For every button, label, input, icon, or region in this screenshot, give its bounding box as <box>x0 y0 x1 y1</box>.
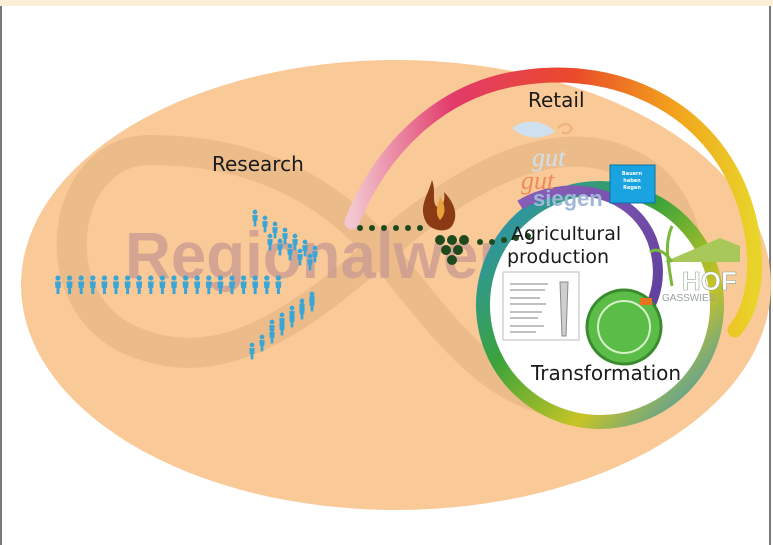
person-icon <box>147 275 154 294</box>
blue-tag-line-1: Bauern <box>622 171 643 177</box>
dotted-connector-right <box>477 233 531 245</box>
hof-logo: HOF <box>682 266 737 296</box>
person-icon <box>309 291 315 309</box>
retail-arc <box>344 67 763 338</box>
swirl-logo-icon <box>557 123 574 135</box>
person-icon <box>217 275 224 294</box>
seal-tag <box>640 298 652 305</box>
top-band <box>0 0 773 6</box>
blue-tag-line-2: haben <box>623 178 641 184</box>
person-icon <box>252 209 258 227</box>
person-icon <box>240 275 247 294</box>
person-icon <box>182 275 189 294</box>
person-icon <box>136 275 143 294</box>
person-icon <box>267 233 273 251</box>
dotted-connector-left <box>357 225 423 231</box>
person-icon <box>229 275 235 294</box>
green-seal-inner-ring <box>597 300 651 354</box>
person-icon <box>279 312 285 330</box>
hof-roof-icon <box>664 238 740 262</box>
flame-core <box>436 196 445 220</box>
hof-logo-subtitle: GASSWIES <box>662 293 716 304</box>
research-label: Research <box>212 152 304 176</box>
gut-logo-word-1: gut <box>532 143 566 172</box>
person-icon <box>252 275 259 294</box>
person-icon <box>277 238 283 256</box>
grape-cluster-icon <box>435 235 469 265</box>
person-icon <box>262 215 268 233</box>
person-icon <box>302 239 308 257</box>
siegen-logo: siegen <box>533 186 603 211</box>
hof-plant-icon <box>649 225 674 287</box>
person-icon <box>299 298 305 316</box>
people-lower-diagonal <box>249 291 315 360</box>
flame-icon <box>422 180 456 231</box>
person-icon <box>205 275 212 294</box>
person-icon <box>101 275 108 294</box>
leaf-logo-icon <box>512 121 555 138</box>
person-icon <box>312 245 318 263</box>
person-icon <box>113 275 119 294</box>
person-icon <box>269 319 275 337</box>
person-icon <box>275 275 282 294</box>
blue-tag <box>609 164 656 204</box>
person-icon <box>55 275 61 294</box>
person-icon <box>297 248 303 266</box>
retail-label: Retail <box>528 88 585 112</box>
people-row <box>55 275 282 294</box>
person-icon <box>171 275 177 294</box>
gut-logo-word-2: gut <box>521 166 555 195</box>
person-icon <box>263 275 270 294</box>
document-lines <box>510 283 548 333</box>
agricultural-label: Agricultural <box>511 223 621 245</box>
person-icon <box>272 221 278 239</box>
person-icon <box>249 342 255 360</box>
person-icon <box>289 305 295 323</box>
blue-tag-line-3: Regen <box>623 185 641 191</box>
person-icon <box>292 233 298 251</box>
person-icon <box>259 334 265 352</box>
person-icon <box>282 227 288 245</box>
person-icon <box>124 275 131 294</box>
person-icon <box>194 275 201 294</box>
transformation-label: Transformation <box>530 361 681 385</box>
production-label: production <box>507 246 609 268</box>
person-icon <box>307 253 313 271</box>
person-icon <box>159 275 166 294</box>
person-icon <box>66 275 73 294</box>
person-icon <box>78 275 85 294</box>
people-upper-diagonal <box>252 209 318 271</box>
person-icon <box>287 243 293 261</box>
person-icon <box>89 275 96 294</box>
carrot-icon <box>559 281 569 337</box>
